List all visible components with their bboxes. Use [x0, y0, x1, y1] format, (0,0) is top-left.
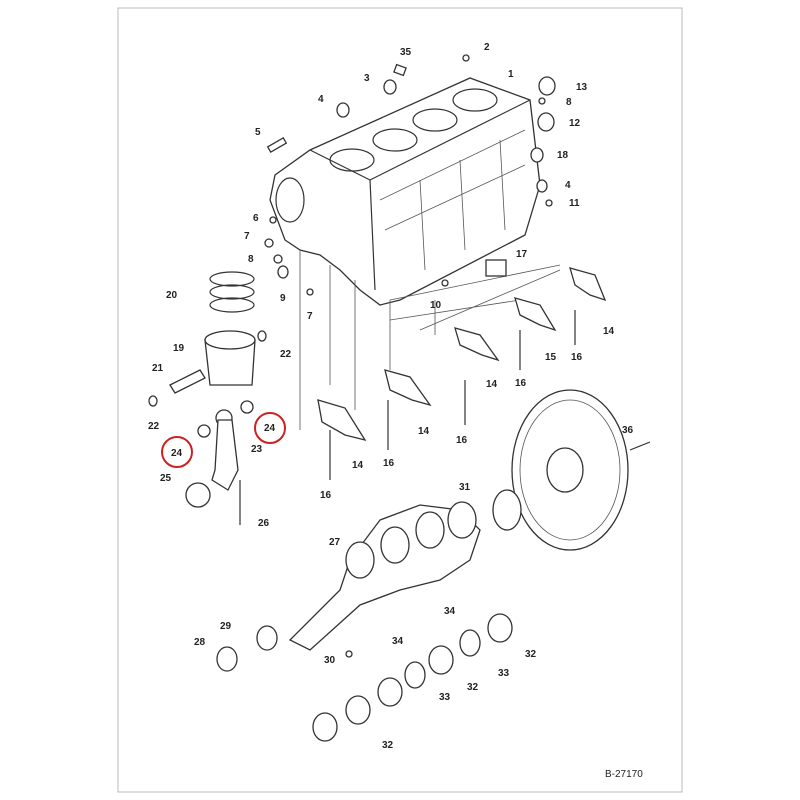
callout: 32	[467, 682, 479, 693]
callout: 30	[324, 655, 336, 666]
callout: 26	[258, 518, 270, 529]
main-bearing-caps	[317, 267, 607, 480]
block-small-parts	[264, 54, 556, 296]
callout: 16	[383, 458, 395, 469]
callout: 24	[171, 448, 183, 459]
callout: 9	[280, 293, 286, 304]
callout: 6	[253, 213, 259, 224]
callout: 34	[392, 636, 404, 647]
highlight-circle	[161, 436, 193, 468]
callout: 11	[569, 198, 580, 209]
page-border	[117, 7, 683, 793]
callout: 3	[364, 73, 370, 84]
callout: 16	[515, 378, 527, 389]
callout: 21	[152, 363, 164, 374]
callout: 17	[516, 249, 528, 260]
callout: 32	[382, 740, 394, 751]
callout: 20	[166, 290, 178, 301]
callout: 8	[566, 97, 572, 108]
callout: 16	[320, 490, 332, 501]
callout: 22	[280, 349, 292, 360]
callout: 35	[400, 47, 412, 58]
callout: 18	[557, 150, 569, 161]
callout: 31	[459, 482, 471, 493]
callout: 4	[318, 94, 324, 105]
callout: 7	[307, 311, 313, 322]
callout: 32	[525, 649, 537, 660]
callout-labels: 35 2 3 1 13 8 12 4 5 18 4 11 6 7 8 9 7 1…	[148, 42, 634, 751]
callout: 12	[569, 118, 581, 129]
callout: 29	[220, 621, 232, 632]
callout: 24	[264, 423, 276, 434]
callout: 14	[418, 426, 430, 437]
bearing-shells	[216, 613, 513, 742]
callout: 22	[148, 421, 160, 432]
callout: 5	[255, 127, 261, 138]
callout: 10	[430, 300, 442, 311]
callout: 25	[160, 473, 172, 484]
flywheel	[492, 389, 651, 551]
crankshaft	[288, 501, 481, 651]
cylinder-block	[269, 77, 561, 430]
callout: 34	[444, 606, 456, 617]
callout: 1	[508, 69, 514, 80]
callout: 14	[352, 460, 364, 471]
callout: 33	[498, 668, 510, 679]
callout: 13	[576, 82, 588, 93]
callout: 19	[173, 343, 185, 354]
callout: 4	[565, 180, 571, 191]
callout: 14	[603, 326, 615, 337]
callout: 27	[329, 537, 341, 548]
highlight-circle	[254, 412, 286, 444]
callout: 33	[439, 692, 451, 703]
callout: 23	[251, 444, 263, 455]
callout: 15	[545, 352, 557, 363]
callout: 28	[194, 637, 206, 648]
callout: 8	[248, 254, 254, 265]
callout: 2	[484, 42, 490, 53]
callout: 14	[486, 379, 498, 390]
piston-assembly	[148, 271, 267, 525]
callout: 7	[244, 231, 250, 242]
callout: 16	[456, 435, 468, 446]
reference-code: B-27170	[605, 769, 643, 780]
callout: 36	[622, 425, 634, 436]
callout: 16	[571, 352, 583, 363]
